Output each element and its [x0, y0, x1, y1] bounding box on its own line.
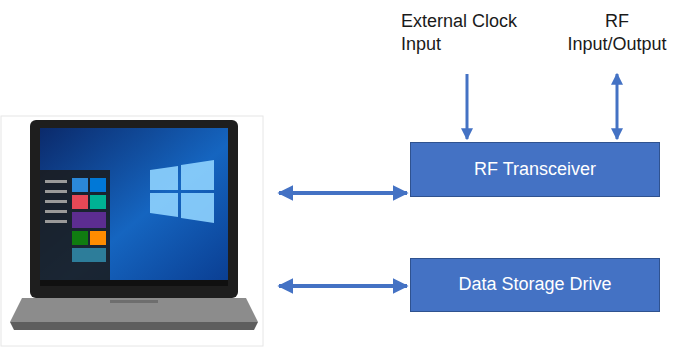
link-arrow [279, 191, 407, 195]
box-label: RF Transceiver [474, 159, 596, 181]
signal-label: External Clock Input [401, 10, 519, 55]
signal-label: RF Input/Output [557, 10, 677, 55]
box-label: Data Storage Drive [458, 274, 611, 296]
process-box: Data Storage Drive [410, 258, 660, 312]
input-arrow [466, 74, 469, 139]
link-arrow [279, 284, 407, 288]
io-arrow [616, 74, 619, 139]
process-box: RF Transceiver [410, 142, 660, 197]
